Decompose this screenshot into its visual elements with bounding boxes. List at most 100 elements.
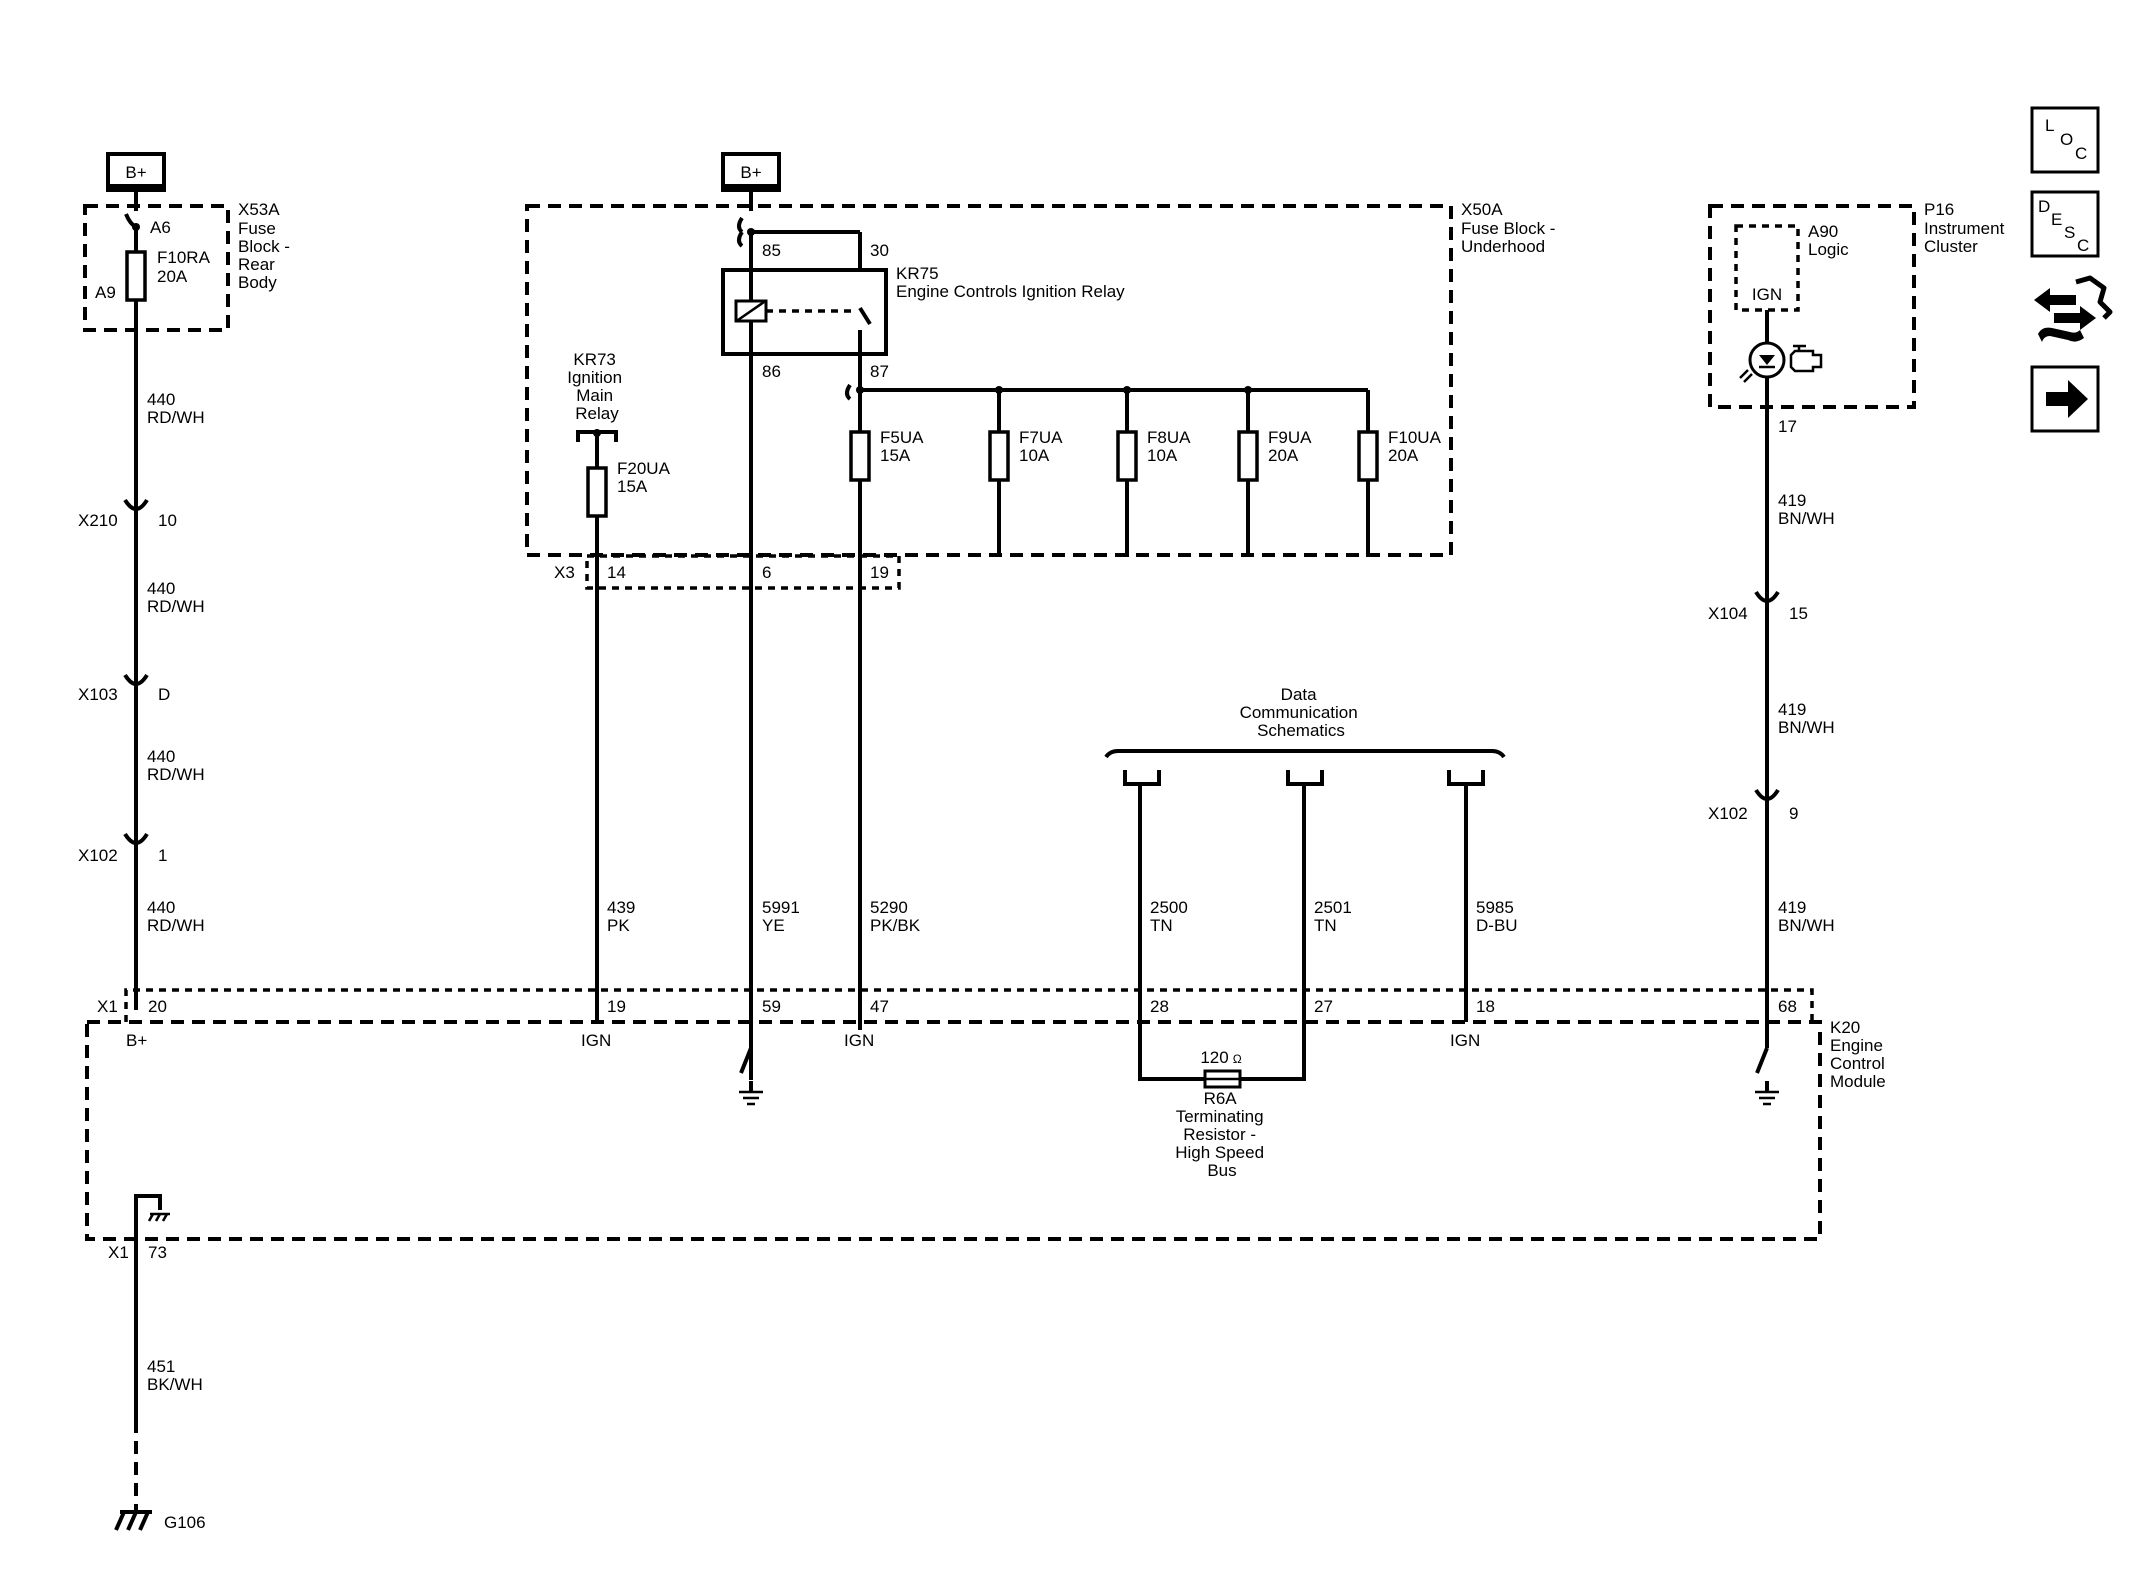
check-engine-lamp-icon <box>1739 341 1823 383</box>
svg-text:C: C <box>2077 236 2089 255</box>
svg-text:18: 18 <box>1476 997 1495 1016</box>
inline-connector-x104: X104 15 <box>1708 590 1808 623</box>
ecm-bplus-label: B+ <box>126 1031 147 1050</box>
k20-label: K20 Engine Control Module <box>1830 1018 1890 1091</box>
ecm-internal-ground-68 <box>1755 1047 1779 1106</box>
svg-text:9: 9 <box>1789 804 1798 823</box>
connector-x3 <box>585 554 901 590</box>
p16-label: P16 Instrument Cluster <box>1924 200 2009 256</box>
x53a-label: X53A Fuse Block - Rear Body <box>238 200 295 292</box>
r6a-label: R6A Terminating Resistor - High Speed Bu… <box>1175 1089 1269 1180</box>
ecm-connector-x1 <box>124 988 1814 1022</box>
next-button[interactable] <box>2030 365 2100 433</box>
inline-connector-x210: X210 10 <box>78 498 177 530</box>
x50a-label: X50A Fuse Block - Underhood <box>1461 200 1560 256</box>
battery-label: B+ <box>125 163 146 182</box>
ecm-internal-ground-59 <box>739 1047 763 1106</box>
svg-text:6: 6 <box>762 563 771 582</box>
svg-text:E: E <box>2051 210 2062 229</box>
svg-text:IGN: IGN <box>1752 285 1782 304</box>
x53a-pin-a9: A9 <box>95 283 116 302</box>
x1-ground-pin: 73 <box>148 1243 167 1262</box>
ecm-ign-47: IGN <box>844 1031 874 1050</box>
fuse-block-x53a <box>83 204 230 332</box>
svg-text:19: 19 <box>870 563 889 582</box>
kr73-label: KR73 Ignition Main Relay <box>567 350 627 423</box>
svg-text:59: 59 <box>762 997 781 1016</box>
svg-text:X102: X102 <box>1708 804 1748 823</box>
svg-text:20: 20 <box>148 997 167 1016</box>
svg-text:10: 10 <box>158 511 177 530</box>
chassis-ground-g106 <box>114 1510 152 1531</box>
p16-pin: 17 <box>1778 417 1797 436</box>
x53a-pin-a6: A6 <box>150 218 171 237</box>
svg-text:O: O <box>2060 130 2073 149</box>
svg-text:X103: X103 <box>78 685 118 704</box>
svg-text:15: 15 <box>1789 604 1808 623</box>
instrument-cluster-p16 <box>1708 204 1916 409</box>
desc-button[interactable]: D E S C <box>2030 190 2100 258</box>
inline-connector-x103: X103 D <box>78 673 170 704</box>
f10ra-label: F10RA 20A <box>157 248 214 286</box>
svg-text:1: 1 <box>158 846 167 865</box>
svg-text:B+: B+ <box>740 163 761 182</box>
battery-terminal-center: B+ <box>721 152 781 192</box>
svg-text:D: D <box>2038 197 2050 216</box>
ecm-ground-symbol <box>134 1194 170 1240</box>
fuse-f20ua <box>586 466 608 518</box>
svg-text:28: 28 <box>1150 997 1169 1016</box>
svg-text:X104: X104 <box>1708 604 1748 623</box>
svg-text:14: 14 <box>607 563 626 582</box>
kr75-pin-30: 30 <box>870 241 889 260</box>
x3-label: X3 <box>554 563 575 582</box>
svg-text:S: S <box>2064 223 2075 242</box>
data-comm-bracket <box>1104 749 1506 759</box>
svg-text:68: 68 <box>1778 997 1797 1016</box>
battery-terminal-left: B+ <box>106 152 166 192</box>
svg-text:X210: X210 <box>78 511 118 530</box>
relay-feed-hook <box>737 216 744 248</box>
x1-label: X1 <box>97 997 118 1016</box>
loc-button[interactable]: L O C <box>2030 106 2100 174</box>
ecm-ign-19: IGN <box>581 1031 611 1050</box>
inline-connector-x102-right: X102 9 <box>1708 788 1798 823</box>
arrow-right-icon <box>2046 380 2088 418</box>
svg-text:47: 47 <box>870 997 889 1016</box>
svg-text:C: C <box>2075 144 2087 163</box>
svg-text:19: 19 <box>607 997 626 1016</box>
kr75-pin-86: 86 <box>762 362 781 381</box>
a90-logic <box>1734 224 1800 312</box>
wiring-harness-icon[interactable] <box>2034 275 2113 342</box>
kr75-pin-87: 87 <box>870 362 889 381</box>
inline-connector-x102-left: X102 1 <box>78 832 167 865</box>
svg-text:D: D <box>158 685 170 704</box>
g106-label: G106 <box>164 1513 206 1532</box>
svg-text:L: L <box>2045 116 2054 135</box>
data-comm-label: Data Communication Schematics <box>1240 685 1363 740</box>
kr75-label: KR75 Engine Controls Ignition Relay <box>896 264 1125 301</box>
